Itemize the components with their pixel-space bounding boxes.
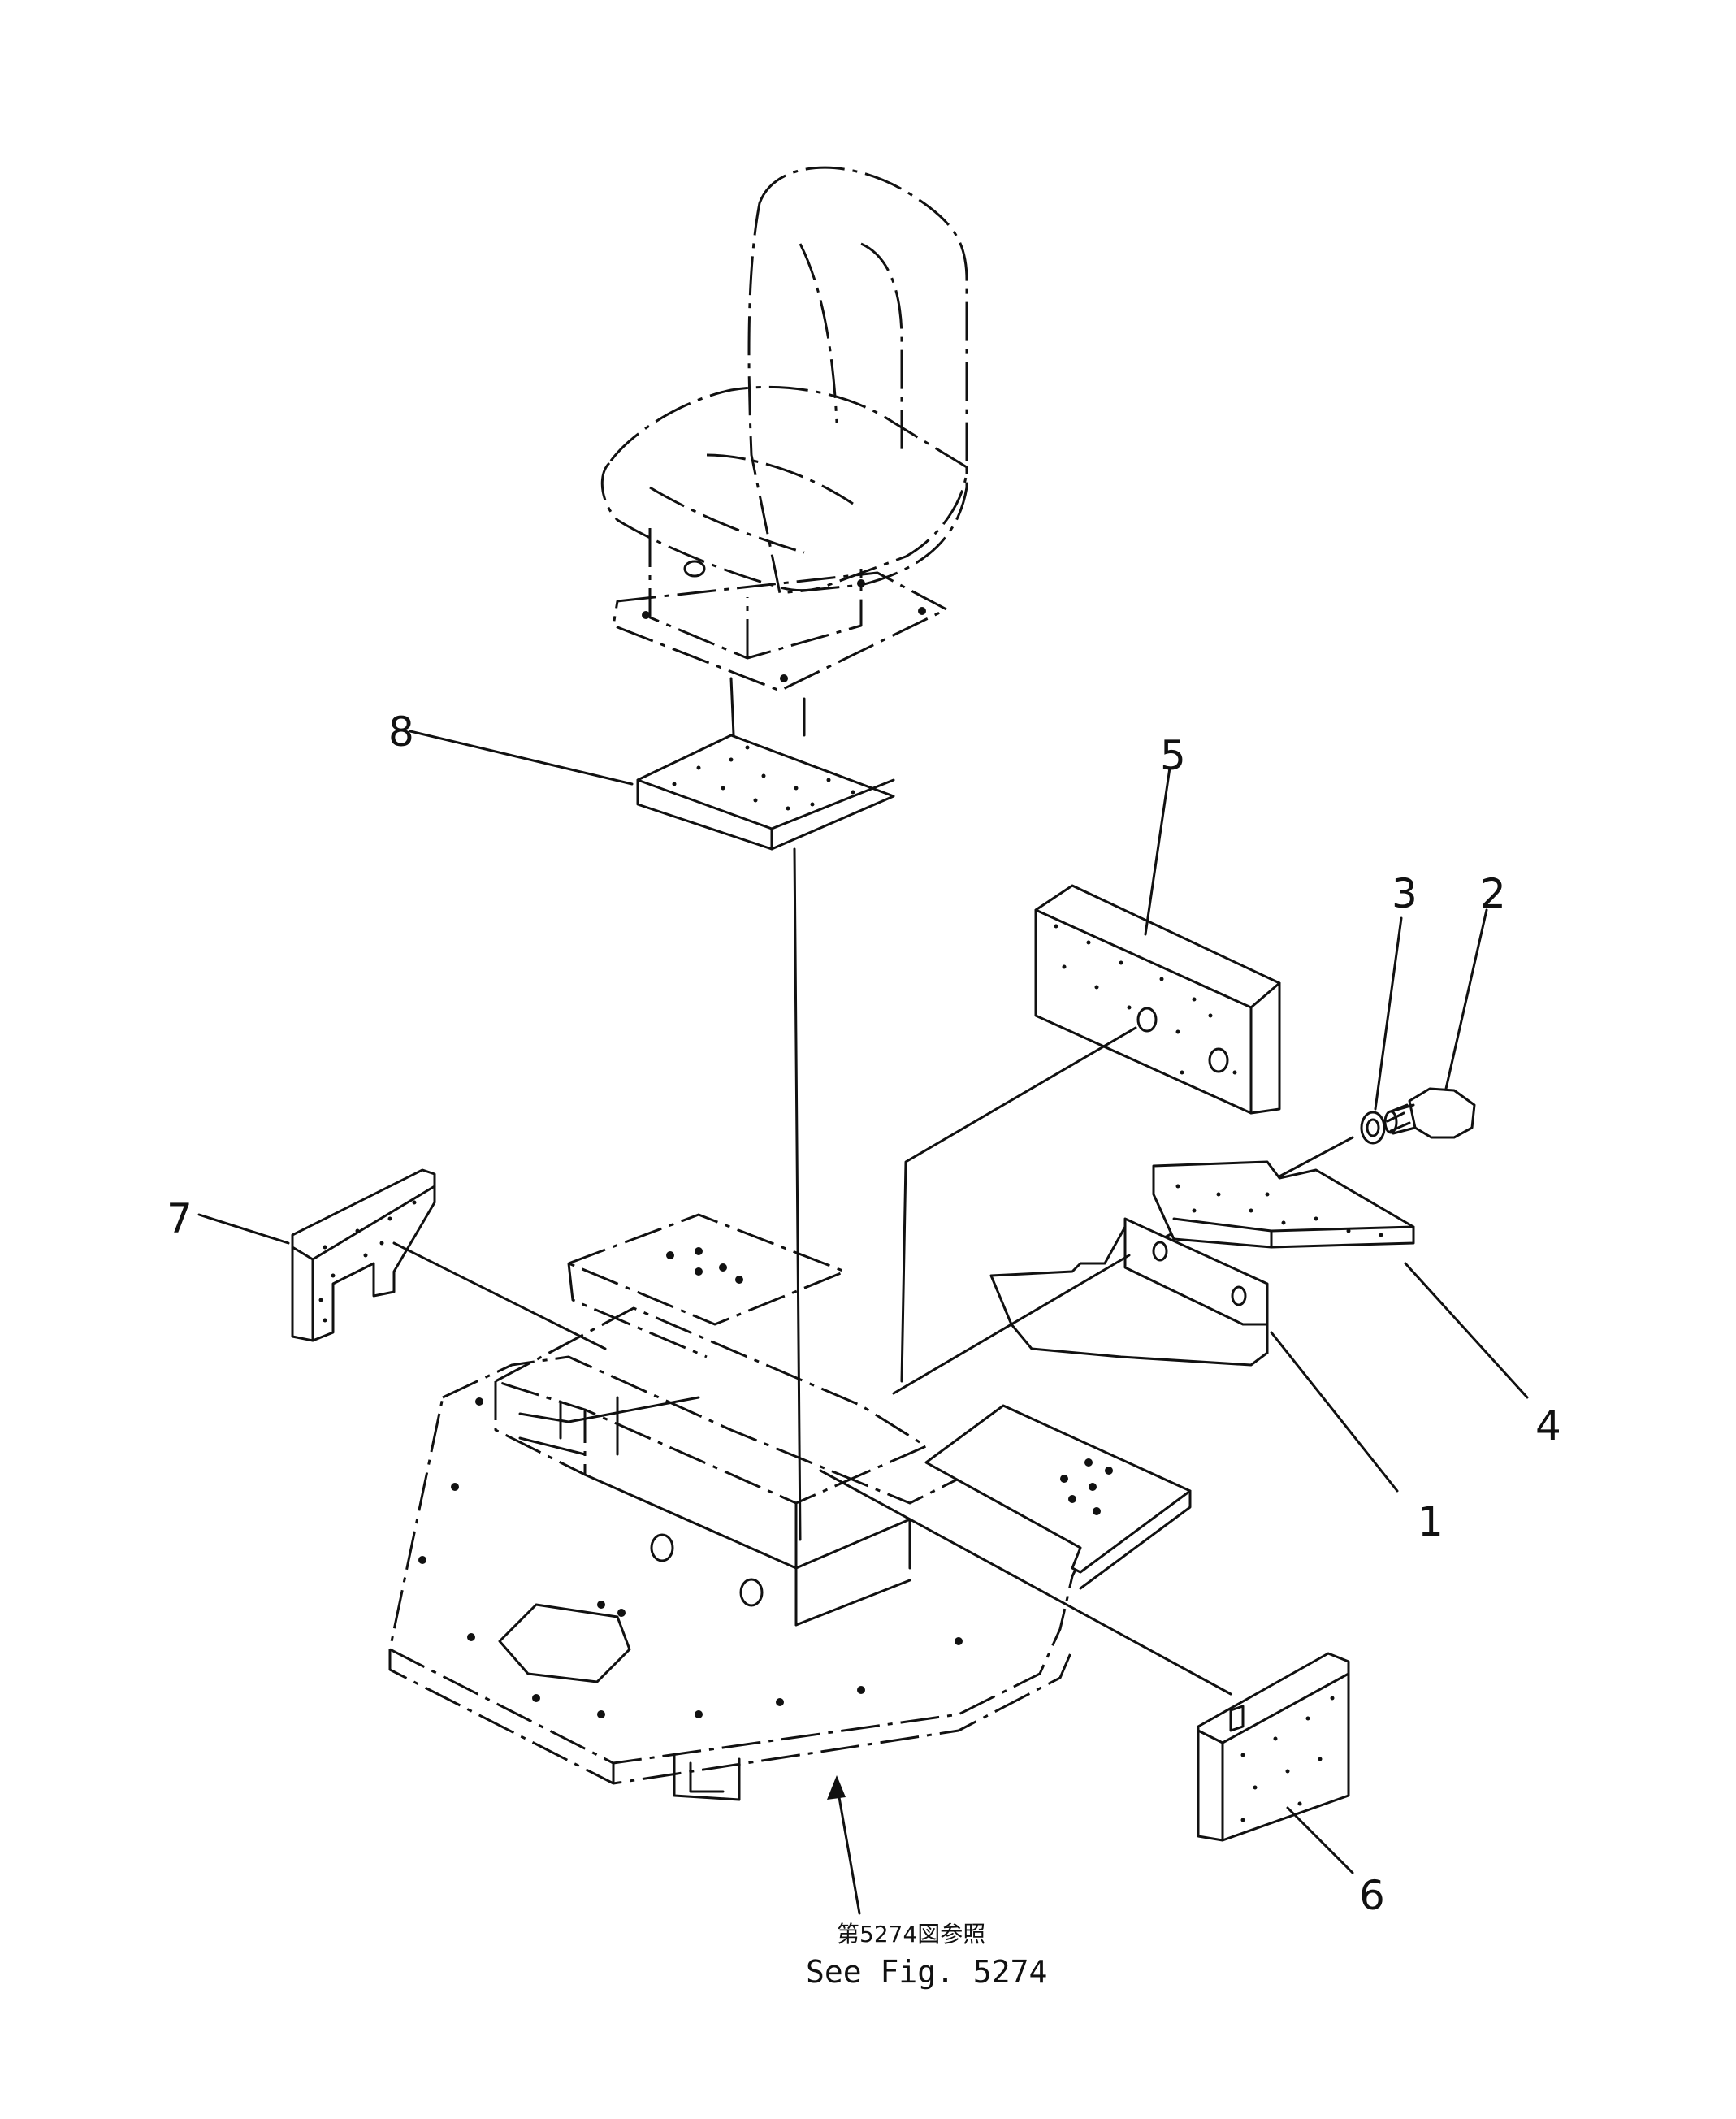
operator-seat bbox=[600, 166, 968, 774]
callout-4: 4 bbox=[1535, 1402, 1561, 1450]
callout-7: 7 bbox=[167, 1195, 193, 1242]
bracket-4 bbox=[1152, 1160, 1415, 1249]
floor-frame bbox=[388, 1213, 1192, 1801]
reference-english: See Fig. 5274 bbox=[806, 1954, 1047, 1990]
reference-japanese: 第5274図参照 bbox=[837, 1921, 985, 1948]
washer-3 bbox=[1360, 1111, 1386, 1145]
callout-5: 5 bbox=[1160, 732, 1186, 779]
callout-1: 1 bbox=[1418, 1498, 1444, 1545]
bolt-2 bbox=[1383, 1087, 1476, 1139]
pad-5 bbox=[1034, 884, 1281, 1115]
callout-8: 8 bbox=[388, 708, 414, 756]
bracket-1 bbox=[989, 1217, 1269, 1367]
pad-8 bbox=[636, 734, 895, 851]
pad-7 bbox=[291, 1168, 436, 1342]
pad-6 bbox=[1197, 1652, 1350, 1842]
callout-2: 2 bbox=[1480, 870, 1506, 917]
leader-lines bbox=[197, 730, 1529, 1915]
callout-3: 3 bbox=[1392, 870, 1418, 917]
callout-6: 6 bbox=[1359, 1872, 1385, 1919]
